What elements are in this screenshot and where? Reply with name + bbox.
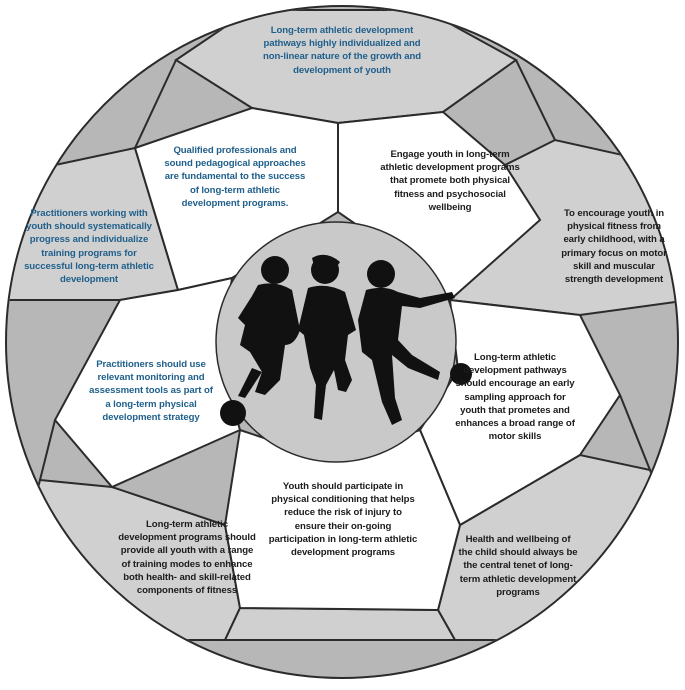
patch-bottom-strip (223, 606, 457, 641)
statement-left: Practitioners working with youth should … (24, 208, 154, 286)
patch-inner-top-right (337, 110, 542, 302)
statement-inner-left: Practitioners should use relevant monito… (89, 359, 213, 423)
statement-inner-top-right: Engage youth in long-term athletic devel… (380, 149, 520, 213)
children-silhouette-icon (220, 254, 472, 426)
statement-bottom-right: Health and wellbeing of the child should… (458, 534, 578, 598)
statement-inner-right: Long-term athletic development pathways … (455, 352, 575, 443)
patch-inner-right (418, 298, 622, 527)
statement-right: To encourage youth in physical fitness f… (561, 208, 667, 286)
statement-top: Long-term athletic development pathways … (263, 25, 421, 76)
statement-inner-bottom: Youth should participate in physical con… (268, 481, 418, 559)
statement-inner-top-left: Qualified professionals and sound pedago… (164, 145, 306, 209)
statement-bottom-left: Long-term athletic development programs … (118, 519, 256, 597)
